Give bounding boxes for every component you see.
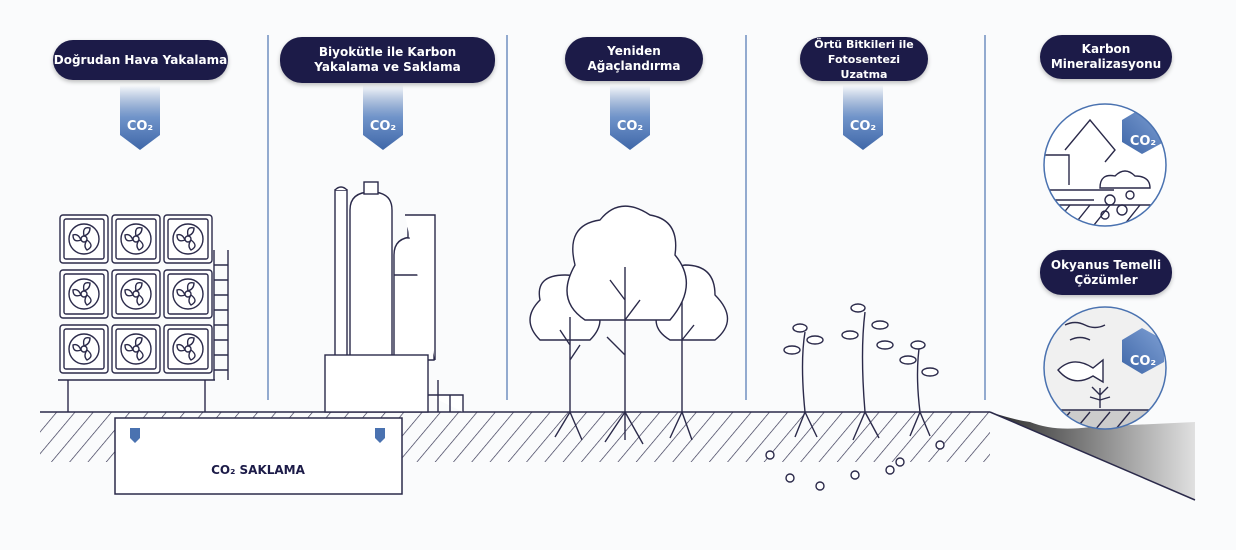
direct-air-capture-fans-icon <box>58 214 229 412</box>
co2-arrow-1: CO₂ <box>120 85 160 150</box>
co2-storage-box <box>114 417 403 495</box>
method-label-reforestation: Yeniden Ağaçlandırma <box>565 37 703 81</box>
bioenergy-plant-icon <box>324 181 464 413</box>
ocean-circle-icon: CO₂ <box>1043 306 1167 430</box>
co2-arrow-4: CO₂ <box>843 85 883 150</box>
svg-text:CO₂: CO₂ <box>127 119 153 134</box>
ground: CO₂ SAKLAMA <box>40 411 990 495</box>
mineralization-circle-icon: CO₂ <box>1043 103 1167 227</box>
cover-crops-icon <box>765 303 945 491</box>
method-label-ocean-based: Okyanus Temelli Çözümler <box>1040 250 1172 295</box>
svg-text:CO₂: CO₂ <box>1130 354 1156 369</box>
column-dividers <box>267 35 986 400</box>
co2-storage-label: CO₂ SAKLAMA <box>211 463 306 477</box>
svg-text:CO₂: CO₂ <box>1130 134 1156 149</box>
method-label-beccs: Biyokütle ile Karbon Yakalama ve Saklama <box>280 37 495 83</box>
trees-icon <box>529 205 729 445</box>
co2-arrow-3: CO₂ <box>610 85 650 150</box>
method-label-mineralization: Karbon Mineralizasyonu <box>1040 35 1172 79</box>
co2-arrow-2: CO₂ <box>363 85 403 150</box>
svg-text:CO₂: CO₂ <box>617 119 643 134</box>
svg-text:CO₂: CO₂ <box>850 119 876 134</box>
method-label-direct-air-capture: Doğrudan Hava Yakalama <box>53 40 228 80</box>
svg-text:CO₂: CO₂ <box>370 119 396 134</box>
method-label-cover-crops: Örtü Bitkileri ile Fotosentezi Uzatma <box>800 37 928 81</box>
